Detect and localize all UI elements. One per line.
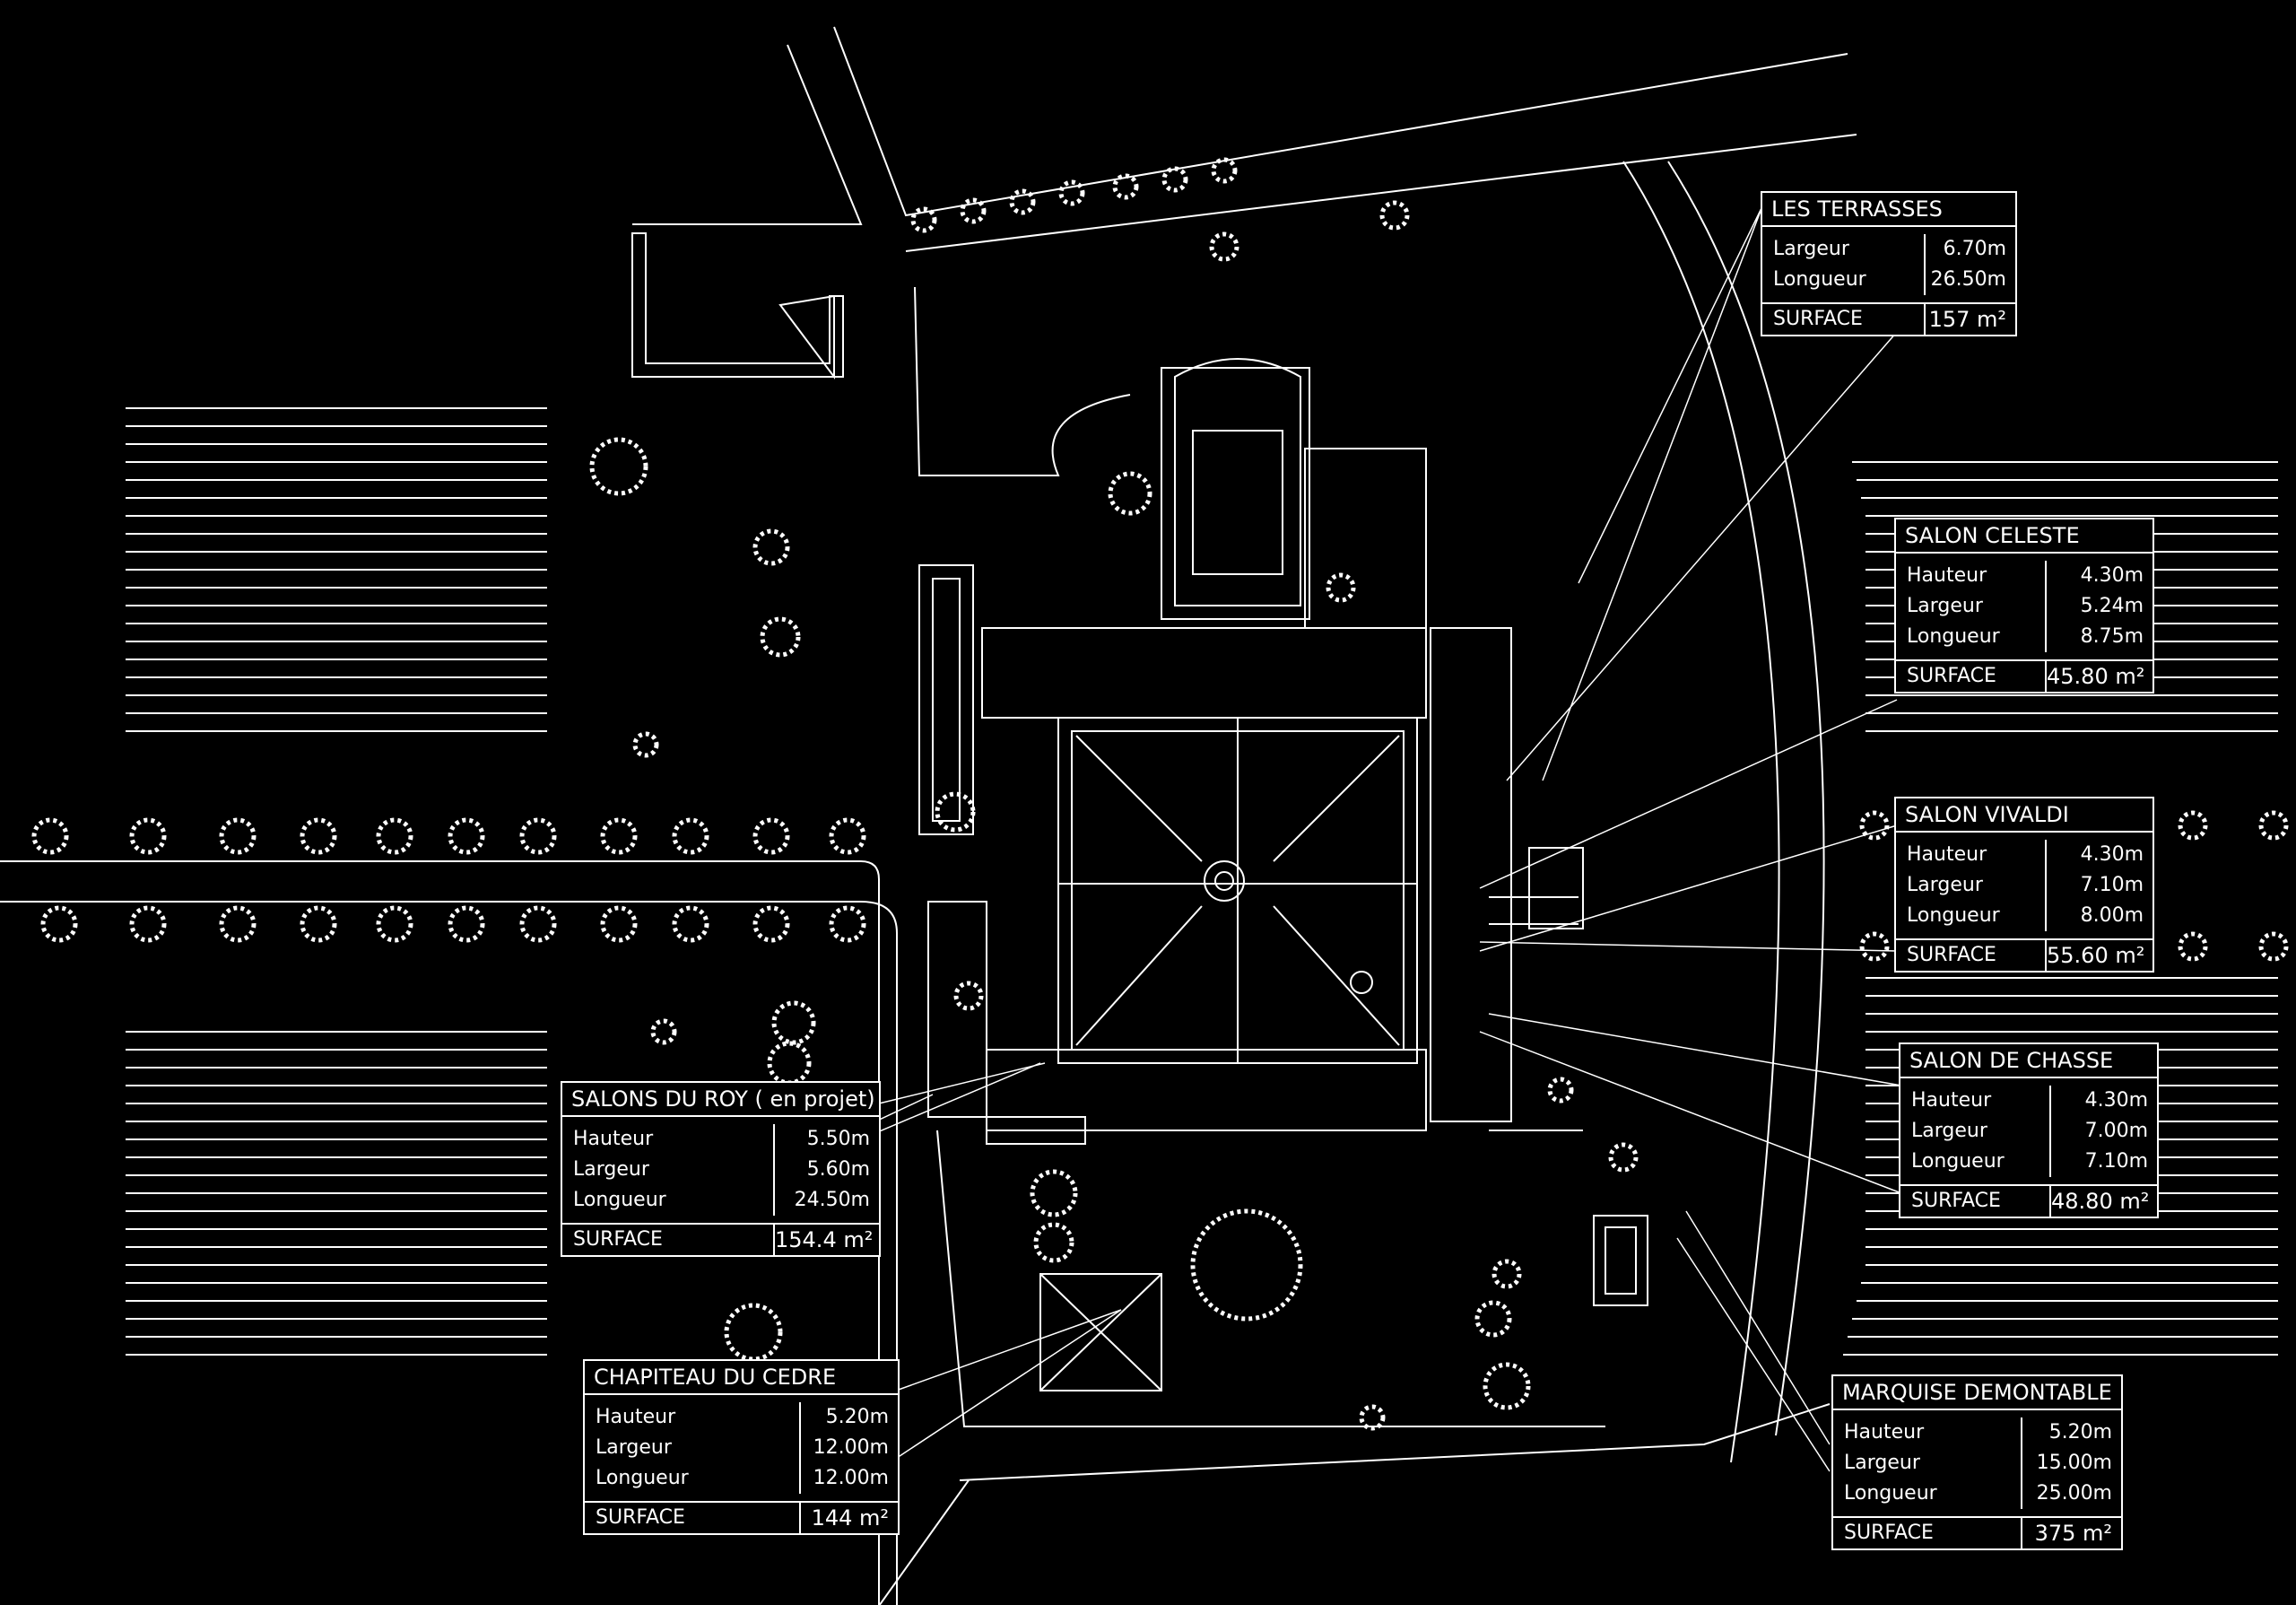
surface-value: 154.4 m²	[773, 1225, 879, 1255]
pavilion	[1304, 448, 1427, 629]
chapel	[1161, 367, 1310, 620]
row-value: 12.00m	[799, 1463, 898, 1494]
row-label: Hauteur	[1907, 843, 1987, 866]
southwest-block	[927, 901, 987, 1118]
row-value: 5.50m	[773, 1124, 879, 1155]
tent-footprint	[1039, 1273, 1162, 1391]
south-wing	[986, 1049, 1427, 1131]
table-salon-de-chasse: SALON DE CHASSE Hauteur 4.30m Largeur 7.00…	[1899, 1042, 2159, 1218]
row-value: 5.20m	[2021, 1417, 2121, 1448]
surface-label: SURFACE	[1911, 1190, 2001, 1212]
table-title: SALON CELESTE	[1896, 519, 2152, 554]
row-label: Hauteur	[1844, 1421, 1925, 1444]
row-value: 5.20m	[799, 1402, 898, 1433]
surface-label: SURFACE	[1844, 1522, 1934, 1544]
trees	[31, 157, 2289, 1431]
east-wing	[1430, 627, 1512, 1122]
plan-linework	[0, 26, 2278, 1605]
field-west-top	[126, 407, 547, 732]
row-label: Largeur	[1773, 238, 1849, 260]
row-value: 5.24m	[2045, 591, 2152, 622]
row-value: 12.00m	[799, 1433, 898, 1463]
row-value: 24.50m	[773, 1185, 879, 1216]
row-value: 26.50m	[1924, 265, 2015, 295]
table-title: SALON VIVALDI	[1896, 798, 2152, 833]
row-value: 25.00m	[2021, 1479, 2121, 1509]
row-label: Longueur	[1907, 904, 2000, 927]
table-marquise-demontable: MARQUISE DEMONTABLE Hauteur 5.20m Largeur…	[1831, 1374, 2123, 1550]
row-label: Largeur	[1844, 1452, 1920, 1474]
row-value: 7.10m	[2045, 870, 2152, 901]
table-title: MARQUISE DEMONTABLE	[1833, 1376, 2121, 1410]
row-label: Largeur	[596, 1436, 672, 1459]
row-value: 4.30m	[2045, 840, 2152, 870]
leader-lines	[627, 205, 1902, 1472]
field-west-bottom	[126, 1031, 547, 1356]
surface-label: SURFACE	[596, 1506, 685, 1529]
surface-label: SURFACE	[1773, 308, 1863, 330]
row-value: 8.00m	[2045, 901, 2152, 931]
row-label: Longueur	[596, 1467, 689, 1489]
row-label: Hauteur	[1907, 564, 1987, 587]
row-value: 8.75m	[2045, 622, 2152, 652]
row-label: Hauteur	[573, 1128, 654, 1150]
surface-value: 48.80 m²	[2049, 1186, 2157, 1217]
row-label: Longueur	[573, 1189, 666, 1211]
surface-value: 157 m²	[1924, 304, 2015, 335]
row-label: Largeur	[573, 1158, 649, 1181]
fountain	[1204, 860, 1245, 902]
east-annex	[1528, 847, 1584, 929]
row-label: Largeur	[1907, 595, 1983, 617]
row-label: Longueur	[1844, 1482, 1937, 1505]
surface-label: SURFACE	[1907, 665, 1996, 687]
north-wing	[981, 627, 1427, 719]
row-value: 5.60m	[773, 1155, 879, 1185]
surface-value: 144 m²	[799, 1503, 898, 1533]
row-label: Longueur	[1907, 625, 2000, 648]
south-road	[878, 1403, 1831, 1605]
table-title: SALON DE CHASSE	[1900, 1044, 2157, 1078]
table-title: CHAPITEAU DU CEDRE	[585, 1361, 898, 1395]
surface-label: SURFACE	[573, 1228, 663, 1251]
parterre-diagonals	[1058, 718, 1417, 1063]
avenue	[0, 860, 898, 1605]
surface-value: 45.80 m²	[2045, 661, 2152, 692]
row-value: 7.00m	[2049, 1116, 2157, 1147]
surface-value: 55.60 m²	[2045, 940, 2152, 971]
row-value: 15.00m	[2021, 1448, 2121, 1479]
table-chapiteau-du-cedre: CHAPITEAU DU CEDRE Hauteur 5.20m Largeur 1…	[583, 1359, 900, 1535]
table-les-terrasses: LES TERRASSES Largeur 6.70m Longueur 26.50…	[1761, 191, 2017, 336]
pool	[1593, 1215, 1648, 1306]
south-garden-edge	[936, 1130, 1605, 1427]
surface-value: 375 m²	[2021, 1518, 2121, 1548]
row-label: Longueur	[1911, 1150, 2005, 1173]
row-label: Hauteur	[1911, 1089, 1992, 1112]
table-title: LES TERRASSES	[1762, 193, 2015, 227]
row-label: Hauteur	[596, 1406, 676, 1428]
north-road	[632, 26, 1857, 252]
row-value: 4.30m	[2049, 1086, 2157, 1116]
row-value: 6.70m	[1924, 234, 2015, 265]
north-garden-edge	[914, 286, 1131, 476]
row-label: Longueur	[1773, 268, 1866, 291]
surface-label: SURFACE	[1907, 944, 1996, 966]
row-value: 4.30m	[2045, 561, 2152, 591]
west-wing	[918, 564, 974, 835]
row-value: 7.10m	[2049, 1147, 2157, 1177]
east-curve	[1622, 161, 1825, 1463]
row-label: Largeur	[1911, 1120, 1987, 1142]
garage	[631, 232, 844, 379]
row-label: Largeur	[1907, 874, 1983, 896]
table-title: SALONS DU ROY ( en projet)	[562, 1083, 879, 1117]
